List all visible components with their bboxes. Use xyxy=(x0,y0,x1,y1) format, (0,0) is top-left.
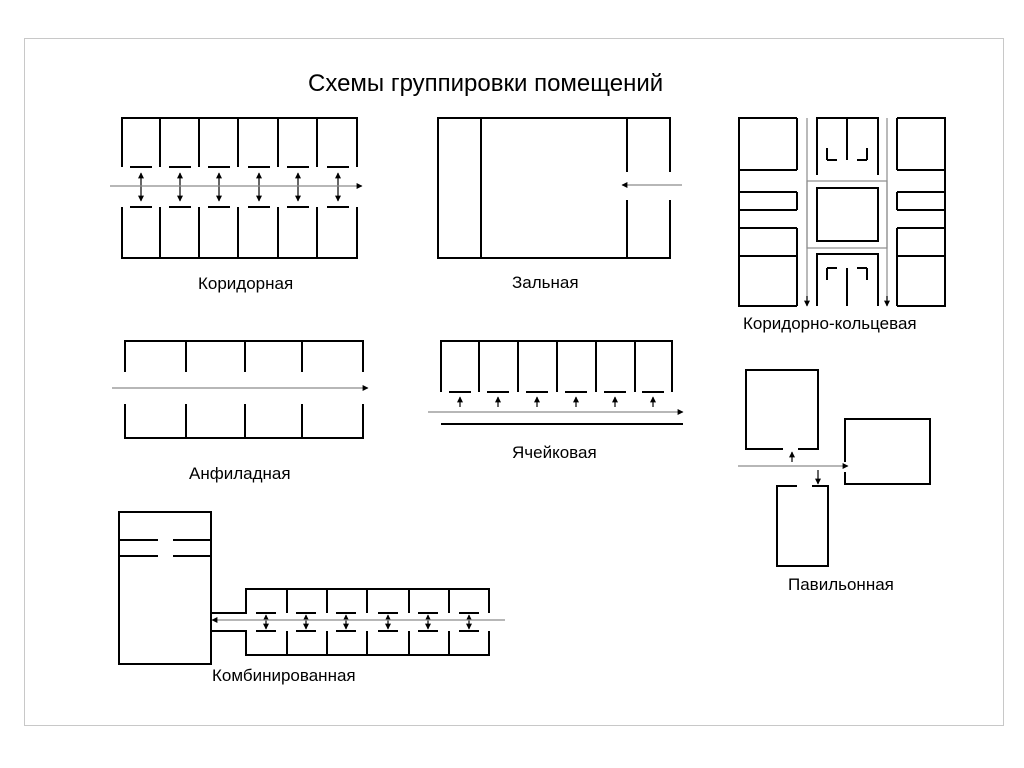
combined-scheme xyxy=(118,511,505,665)
hall-outline xyxy=(437,117,671,259)
top-rooms-outline xyxy=(121,117,358,167)
caption-hall: Зальная xyxy=(512,273,579,292)
slide-frame xyxy=(24,38,1004,726)
corridor-ring-scheme xyxy=(738,117,946,307)
cellular-scheme xyxy=(428,340,684,425)
right-block-outline xyxy=(897,117,946,307)
left-block-outline xyxy=(738,117,797,307)
caption-corridor: Коридорная xyxy=(198,274,294,293)
hall-scheme xyxy=(437,117,682,259)
pavilion-north xyxy=(745,369,819,450)
caption-cellular: Ячейковая xyxy=(512,443,597,462)
caption-enfilade: Анфиладная xyxy=(189,464,291,483)
main-hall xyxy=(118,511,212,665)
ring-corridor xyxy=(806,180,888,249)
enfilade-scheme xyxy=(112,340,369,439)
bottom-block-outline xyxy=(816,253,879,306)
caption-pavilion: Павильонная xyxy=(788,575,894,594)
pavilion-east xyxy=(844,418,931,485)
caption-combined: Комбинированная xyxy=(212,666,356,685)
top-rooms-outline xyxy=(211,588,490,614)
caption-corridor-ring: Коридорно-кольцевая xyxy=(743,314,917,333)
bottom-rooms-outline xyxy=(121,207,358,259)
pavilion-south xyxy=(776,485,829,567)
corridor-scheme xyxy=(110,117,363,259)
page-title: Схемы группировки помещений xyxy=(308,70,664,97)
central-hall xyxy=(816,187,879,242)
pavilion-scheme xyxy=(738,369,931,567)
bottom-rooms-outline xyxy=(211,630,490,656)
